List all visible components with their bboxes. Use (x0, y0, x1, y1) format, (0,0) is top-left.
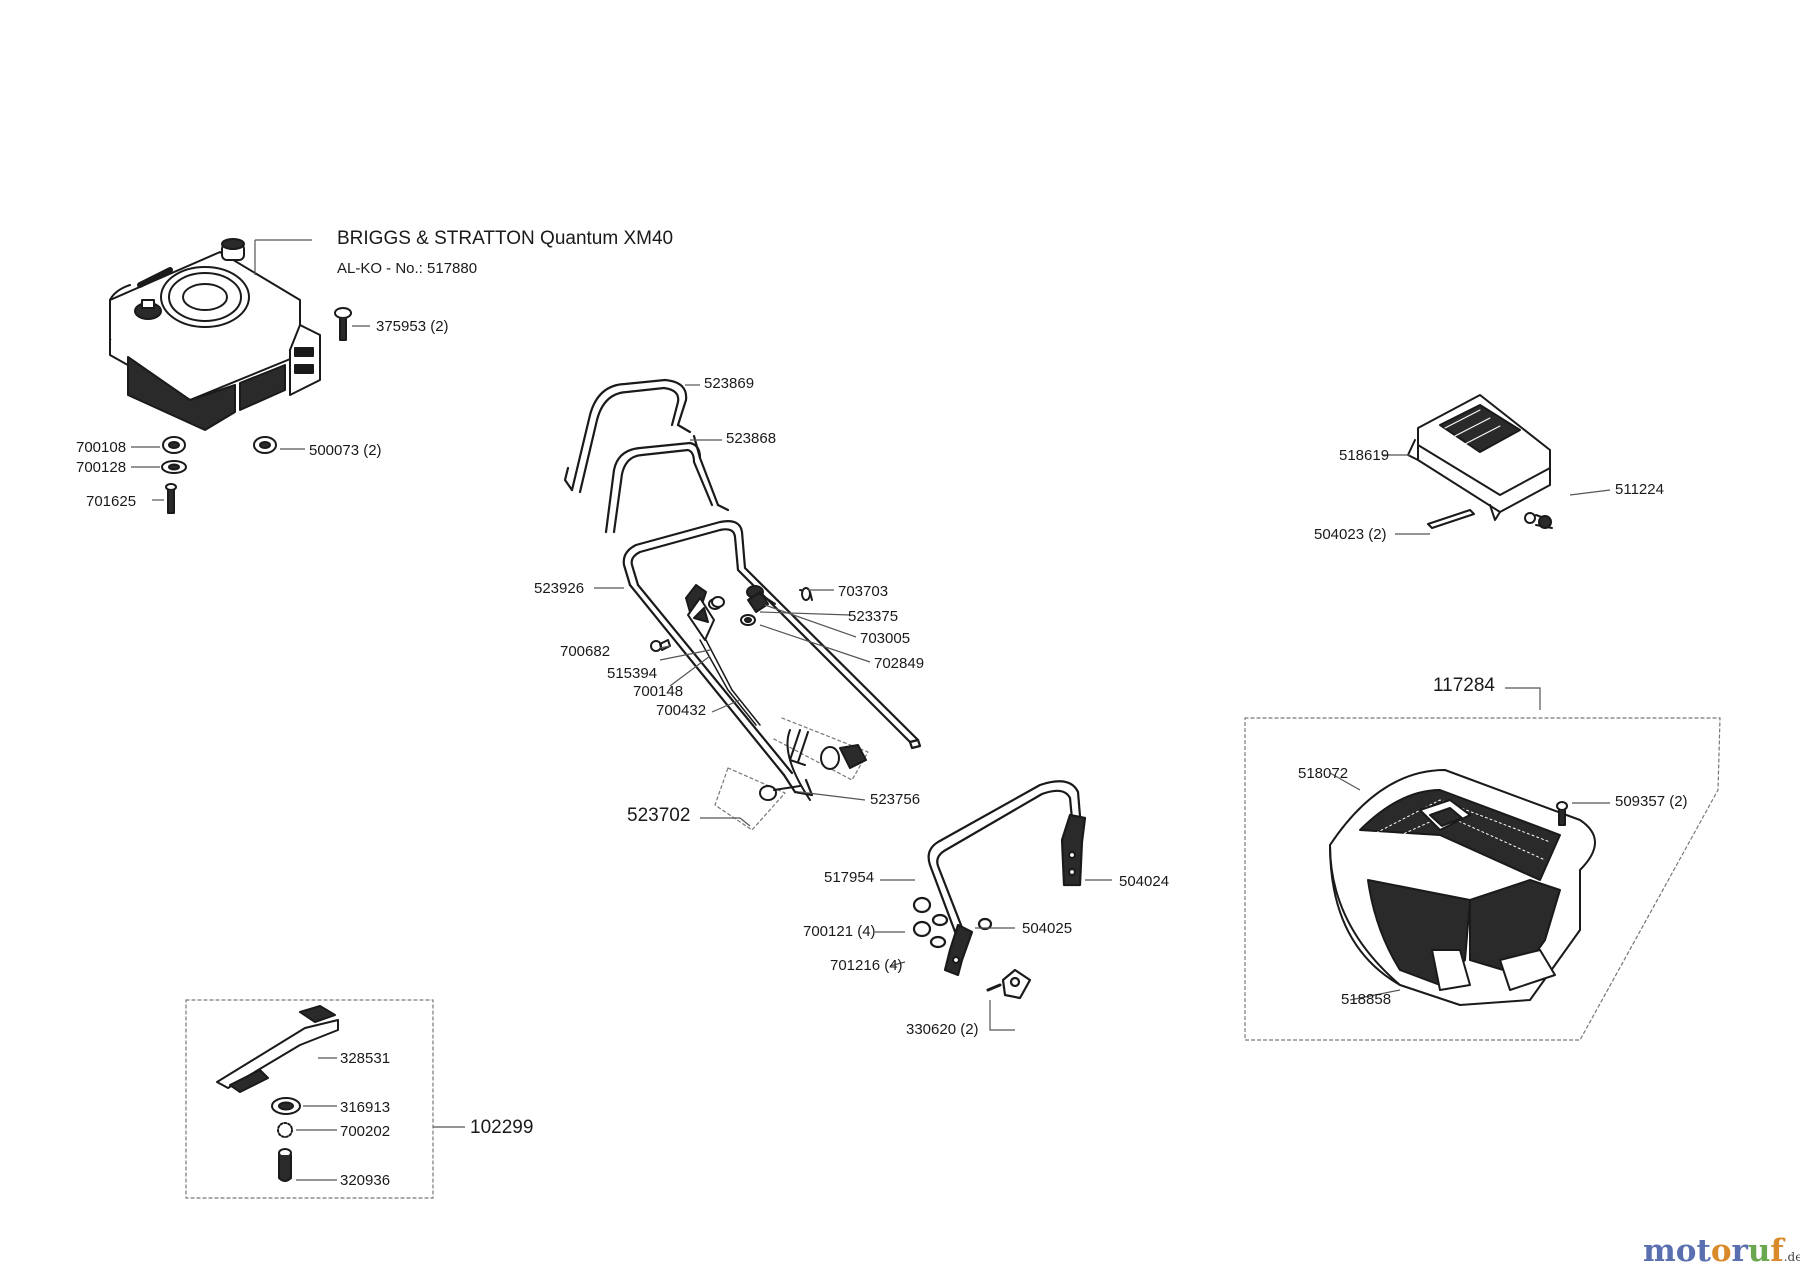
engine-title: BRIGGS & STRATTON Quantum XM40 (337, 228, 674, 249)
part-label-523375: 523375 (848, 608, 899, 625)
part-label-700148: 700148 (633, 683, 684, 700)
rear-flap-drawing (1407, 394, 1553, 529)
part-label-523702: 523702 (627, 805, 691, 826)
part-label-330620: 330620 (2) (906, 1021, 979, 1038)
part-label-517954: 517954 (824, 869, 875, 886)
blade-kit-drawing (185, 999, 434, 1199)
engine-drawing (109, 238, 321, 431)
part-label-700121: 700121 (4) (803, 923, 876, 940)
part-label-102299: 102299 (470, 1117, 534, 1138)
part-label-316913: 316913 (340, 1099, 391, 1116)
part-label-504025: 504025 (1022, 920, 1073, 937)
part-label-703005: 703005 (860, 630, 911, 647)
part-label-701625: 701625 (86, 493, 137, 510)
part-label-523756: 523756 (870, 791, 921, 808)
lower-handle-drawing (622, 520, 922, 797)
part-label-518619: 518619 (1339, 447, 1390, 464)
part-label-509357: 509357 (2) (1615, 793, 1688, 810)
part-label-703703: 703703 (838, 583, 889, 600)
motoruf-logo: motoruf.de (1643, 1233, 1800, 1269)
part-label-700682: 700682 (560, 643, 611, 660)
part-label-515394: 515394 (607, 665, 658, 682)
part-label-700108: 700108 (76, 439, 127, 456)
part-label-700202: 700202 (340, 1123, 391, 1140)
upper-handle-drawing (563, 378, 730, 534)
part-label-701216: 701216 (4) (830, 957, 903, 974)
part-label-518858: 518858 (1341, 991, 1392, 1008)
part-label-523868: 523868 (726, 430, 777, 447)
part-label-504024: 504024 (1119, 873, 1170, 890)
part-label-375953: 375953 (2) (376, 318, 449, 335)
part-label-328531: 328531 (340, 1050, 391, 1067)
mid-handle-drawing (912, 780, 1087, 1000)
handle-hardware (650, 584, 813, 726)
part-label-523869: 523869 (704, 375, 755, 392)
grass-catcher-drawing (1244, 717, 1721, 1041)
engine-hardware (161, 307, 352, 514)
part-label-702849: 702849 (874, 655, 925, 672)
leader-lines (131, 239, 1611, 1181)
cable-kit-drawing (714, 717, 869, 831)
part-label-500073: 500073 (2) (309, 442, 382, 459)
part-label-518072: 518072 (1298, 765, 1349, 782)
part-label-117284: 117284 (1433, 675, 1495, 696)
part-label-504023: 504023 (2) (1314, 526, 1387, 543)
part-label-511224: 511224 (1615, 481, 1664, 498)
engine-part-number: AL-KO - No.: 517880 (337, 260, 478, 277)
part-label-320936: 320936 (340, 1172, 391, 1189)
part-label-523926: 523926 (534, 580, 585, 597)
part-label-700432: 700432 (656, 702, 707, 719)
part-label-700128: 700128 (76, 459, 127, 476)
